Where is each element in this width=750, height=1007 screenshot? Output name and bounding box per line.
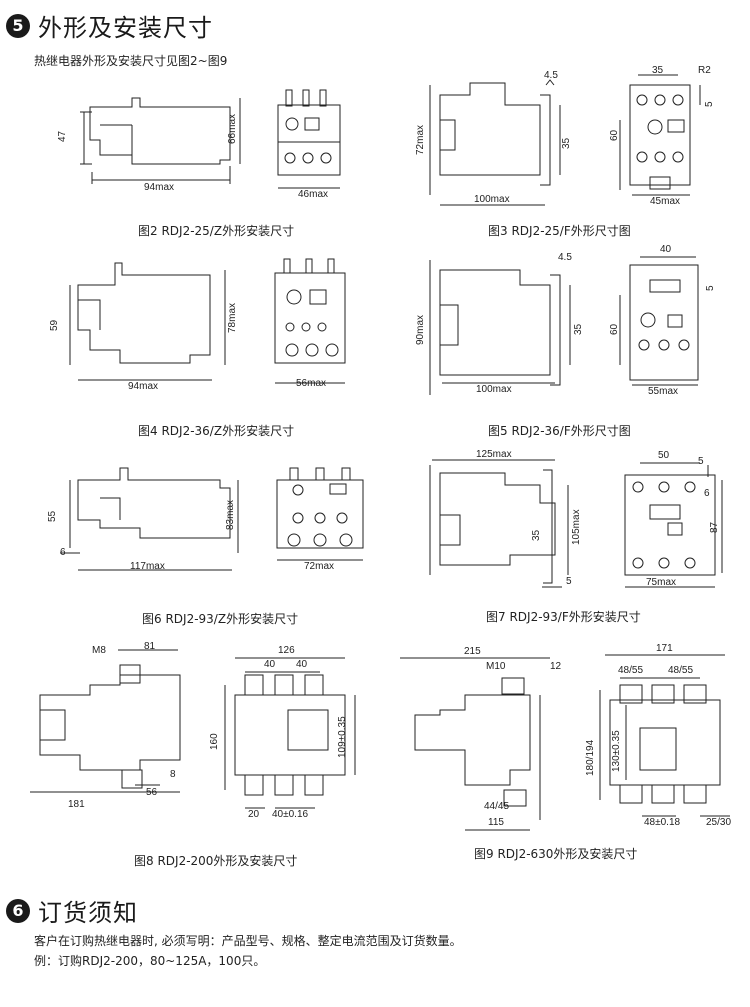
dim-label: 81: [144, 641, 156, 652]
dim-label: 5: [566, 576, 572, 587]
figure-caption: 图7 RDJ2-93/F外形安装尺寸: [486, 610, 641, 624]
dim-label: 5: [705, 285, 716, 291]
dim-label: 72max: [304, 561, 335, 572]
dim-label: 35: [573, 323, 584, 335]
dim-label: 56max: [296, 378, 327, 389]
figure-4-drawing: [69, 258, 346, 384]
dim-label: 171: [656, 643, 673, 654]
dim-label: 60: [609, 129, 620, 141]
dim-label: 181: [68, 799, 85, 810]
figure-caption: 图4 RDJ2-36/Z外形安装尺寸: [138, 424, 295, 438]
section-title: 外形及安装尺寸: [38, 14, 213, 42]
dim-label: 55: [47, 510, 58, 522]
dim-label: 105max: [571, 509, 582, 545]
figure-caption: 图9 RDJ2-630外形及安装尺寸: [474, 847, 638, 861]
section-title: 订货须知: [38, 899, 138, 927]
dim-label: 6: [704, 488, 710, 499]
order-instructions: 客户在订购热继电器时, 必须写明：产品型号、规格、整定电流范围及订货数量。: [34, 934, 462, 948]
dim-label: 78max: [227, 302, 238, 333]
dim-label: 46max: [298, 189, 329, 200]
dim-label: 4.5: [558, 252, 572, 263]
figure-3-drawing: [429, 74, 701, 206]
figure-caption: 图5 RDJ2-36/F外形尺寸图: [488, 424, 631, 438]
dim-label: 20: [248, 809, 260, 820]
dim-label: 12: [550, 661, 562, 672]
dim-label: 8: [170, 769, 176, 780]
figure-caption: 图3 RDJ2-25/F外形尺寸图: [488, 224, 631, 238]
dim-label: 55max: [648, 386, 679, 397]
figure-8-drawing: [30, 649, 356, 809]
dim-label: 40: [660, 244, 672, 255]
dim-label: 115: [488, 817, 504, 828]
figure-6-drawing: [60, 467, 364, 571]
dim-label: 130±0.35: [611, 730, 622, 772]
dim-label: 6: [60, 547, 66, 558]
order-example: 例：订购RDJ2-200，80~125A，100只。: [34, 954, 266, 968]
dim-label: 45max: [650, 196, 681, 207]
dim-label: 215: [464, 646, 481, 657]
dim-label: M8: [92, 645, 106, 656]
figure-2-drawing: [80, 89, 341, 189]
figure-9-drawing: [400, 654, 730, 831]
dim-label: 126: [278, 645, 295, 656]
dim-label: M10: [486, 661, 506, 672]
section-5-header: 5 外形及安装尺寸: [6, 8, 213, 43]
dim-label: 56: [146, 787, 158, 798]
dim-label: 160: [209, 733, 220, 750]
figure-caption: 图8 RDJ2-200外形及安装尺寸: [134, 854, 298, 868]
dim-label: 47: [57, 130, 68, 142]
figure-caption: 图6 RDJ2-93/Z外形安装尺寸: [142, 612, 299, 626]
dim-label: 35: [652, 65, 664, 76]
dim-label: 90max: [415, 314, 426, 345]
dim-label: 60: [609, 323, 620, 335]
figure-7-drawing: [429, 459, 723, 588]
dim-label: 66max: [227, 113, 238, 144]
dim-label: 180/194: [585, 739, 596, 776]
dim-label: 125max: [476, 449, 512, 460]
section-number-badge: 6: [6, 898, 30, 923]
dim-label: 35: [531, 529, 542, 541]
figure-7: 125max 35 105max 5 50 5 6 87 75max 图7 RD…: [410, 445, 730, 630]
section-subtitle: 热继电器外形及安装尺寸见图2~图9: [34, 54, 228, 68]
dim-label: 40: [264, 659, 276, 670]
dim-label: 117max: [130, 561, 165, 572]
dim-label: 25/30: [706, 817, 732, 828]
dim-label: 40: [296, 659, 308, 670]
section-6-header: 6 订货须知: [6, 893, 138, 928]
figure-5-drawing: [429, 256, 699, 395]
figure-5: 90max 4.5 35 100max 40 60 5 55max 图5 RDJ…: [410, 245, 730, 445]
dim-label: 35: [561, 137, 572, 149]
dim-label: 100max: [476, 384, 512, 395]
dim-label: 44/45: [484, 801, 510, 812]
dim-label: 5: [698, 456, 704, 467]
dim-label: 100max: [474, 194, 510, 205]
dim-label: 40±0.16: [272, 809, 309, 820]
dim-label: 48±0.18: [644, 817, 681, 828]
dim-label: 59: [49, 319, 60, 331]
figure-3: 72max 4.5 35 100max 35 R2 5 60 45max 图3 …: [410, 65, 730, 240]
dim-label: 48/55: [618, 665, 644, 676]
dim-label: 83max: [225, 499, 236, 530]
dim-label: 4.5: [544, 70, 558, 81]
dim-label: 72max: [415, 124, 426, 155]
dim-label: 48/55: [668, 665, 694, 676]
dim-label: 5: [704, 101, 715, 107]
figure-2: 47 66max 94max 46max 图2 RDJ2-25/Z外形安装尺寸: [40, 80, 341, 238]
figure-caption: 图2 RDJ2-25/Z外形安装尺寸: [138, 224, 295, 238]
dim-label: 75max: [646, 577, 677, 588]
dim-label: 94max: [144, 182, 175, 193]
figure-9: 215 M10 12 44/45 115 171 48/55 48/55 180…: [390, 640, 740, 865]
figure-4: 59 78max 94max 56max 图4 RDJ2-36/Z外形安装尺寸: [40, 255, 350, 445]
dim-label: 109±0.35: [337, 716, 348, 758]
dim-label: R2: [698, 65, 711, 76]
figure-6: 55 83max 6 117max 72max 图6 RDJ2-93/Z外形安装…: [40, 458, 364, 628]
dim-label: 50: [658, 450, 670, 461]
section-number-badge: 5: [6, 13, 30, 38]
figure-8: M8 81 181 56 8 126 40 40 160 109±0.35 20…: [20, 640, 370, 870]
dim-label: 87: [709, 521, 720, 533]
dim-label: 94max: [128, 381, 159, 392]
